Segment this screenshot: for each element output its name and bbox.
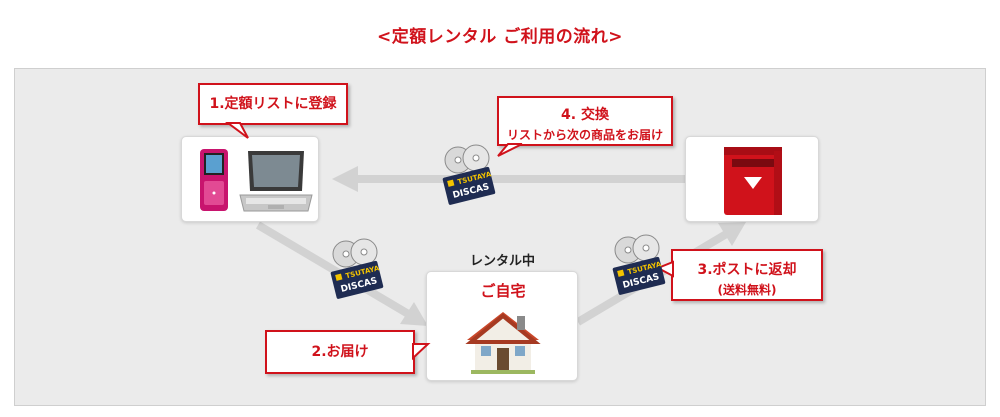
step4-label: 4. 交換 [561, 107, 609, 123]
home-label: ご自宅 [480, 282, 526, 300]
step2-tail [412, 343, 431, 361]
step3-label: 3.ポストに返却 [697, 262, 797, 278]
devices-illustration [200, 149, 313, 212]
arrow-devices-to-home [255, 221, 428, 326]
page-title: <定額レンタル ご利用の流れ> [377, 27, 623, 47]
rental-status-label: レンタル中 [470, 254, 536, 269]
step2-callout: 2.お届け [265, 330, 415, 374]
mobile-phone-icon [200, 149, 228, 211]
laptop-icon [239, 151, 313, 212]
home-card: ご自宅 [426, 271, 578, 381]
step1-label: 1.定額リストに登録 [209, 96, 337, 112]
step3-note: (送料無料) [717, 283, 777, 297]
step2-label: 2.お届け [311, 344, 369, 360]
step1-tail [225, 122, 249, 139]
mailbox-icon [724, 147, 782, 215]
disc-package-icon: TSUTAYA DISCAS [441, 144, 497, 206]
disc-package-icon: TSUTAYA DISCAS [329, 238, 385, 300]
step4-callout: 4. 交換 リストから次の商品をお届け [497, 96, 673, 146]
step4-tail [497, 143, 523, 157]
devices-card [181, 136, 319, 222]
disc-package-icon: TSUTAYA DISCAS [611, 234, 667, 296]
step4-note: リストから次の商品をお届け [506, 128, 663, 142]
mailbox-card [685, 136, 819, 222]
step3-tail [655, 260, 674, 278]
arrow-return-to-devices [332, 166, 685, 192]
house-icon [465, 312, 541, 374]
step1-callout: 1.定額リストに登録 [198, 83, 348, 125]
step3-callout: 3.ポストに返却 (送料無料) [671, 249, 823, 301]
